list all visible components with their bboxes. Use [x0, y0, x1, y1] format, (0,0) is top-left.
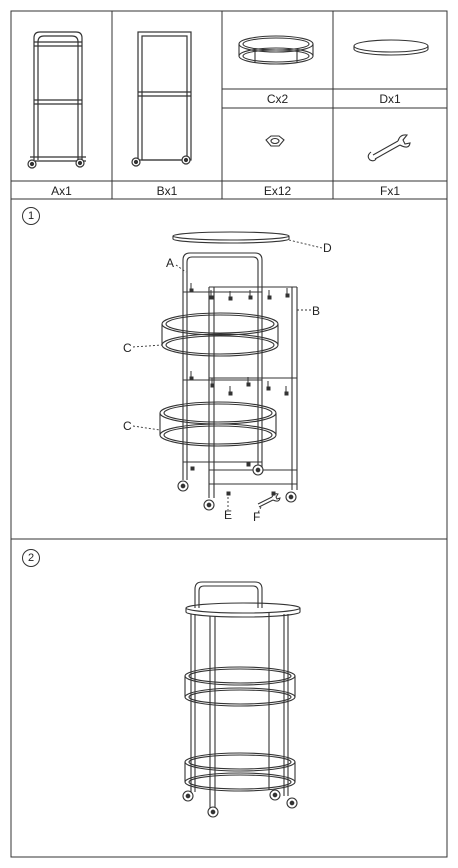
step1-disc-d	[172, 231, 290, 244]
step1-tray-upper	[161, 312, 279, 357]
callout-f: F	[253, 510, 261, 524]
part-d-label: Dx1	[379, 92, 401, 106]
step1-leader-lines	[132, 239, 323, 514]
step1-frame-a	[182, 252, 263, 480]
part-a-frame	[27, 31, 86, 169]
step1-wrench-f	[257, 493, 281, 508]
part-f-label: Fx1	[379, 184, 400, 198]
step1-frame-b	[208, 286, 298, 498]
step2-wheels	[182, 789, 298, 818]
part-e-nut	[265, 135, 285, 147]
part-e-label: Ex12	[263, 184, 292, 198]
callout-a: A	[166, 256, 175, 270]
part-a-label: Ax1	[51, 184, 72, 198]
step2-cart	[184, 581, 301, 808]
step1-wheels	[177, 464, 297, 511]
step1-tray-lower	[159, 401, 277, 447]
step2-number: 2	[22, 549, 40, 567]
part-c-tray	[238, 35, 314, 65]
part-b-label: Bx1	[156, 184, 178, 198]
callout-c-upper: C	[123, 341, 132, 355]
part-c-label: Cx2	[266, 92, 289, 106]
callout-e: E	[224, 508, 233, 522]
part-b-frame	[131, 31, 192, 167]
part-f-wrench	[367, 134, 411, 162]
table-grid	[10, 10, 448, 858]
step1-bolts	[189, 283, 290, 496]
callout-c-lower: C	[123, 419, 132, 433]
part-d-disc	[353, 39, 429, 56]
callout-b: B	[312, 304, 321, 318]
callout-d: D	[323, 241, 332, 255]
step1-number: 1	[22, 207, 40, 225]
